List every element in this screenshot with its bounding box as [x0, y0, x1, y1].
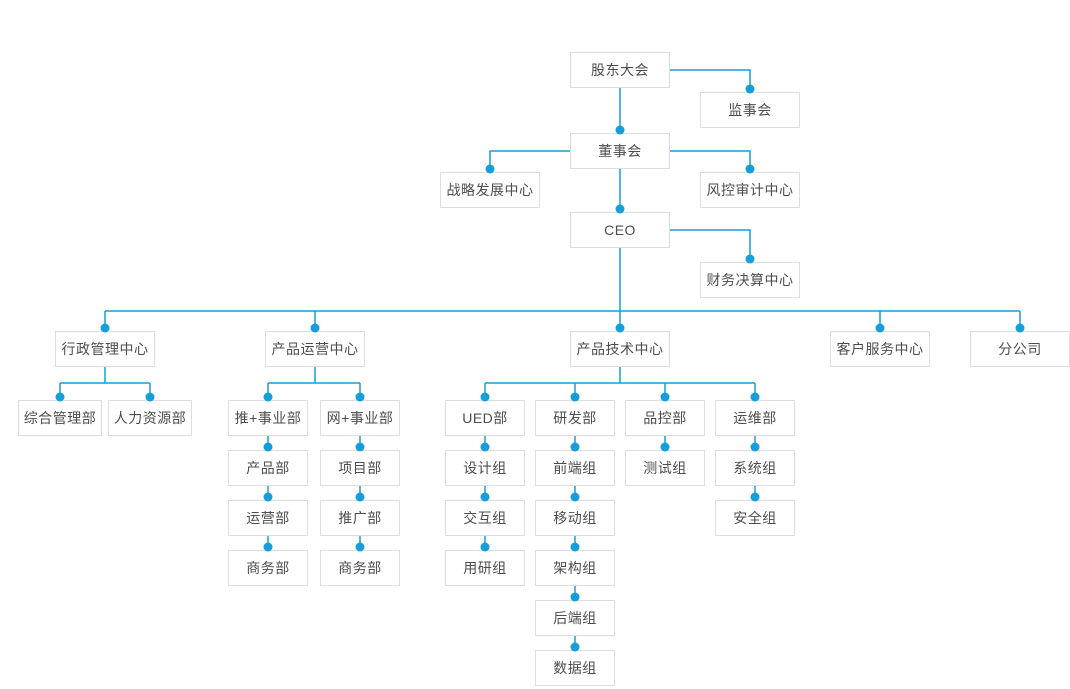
org-node-branch-company: 分公司 [970, 331, 1070, 367]
org-node-tui-plus-business-dept: 推+事业部 [228, 400, 308, 436]
org-node-user-research-group: 用研组 [445, 550, 525, 586]
org-node-wang-plus-business-dept: 网+事业部 [320, 400, 400, 436]
org-node-business-dept-1: 商务部 [228, 550, 308, 586]
org-node-business-dept-2: 商务部 [320, 550, 400, 586]
connector-line [670, 229, 751, 262]
connector-line [489, 150, 570, 172]
org-node-project-dept: 项目部 [320, 450, 400, 486]
org-node-promotion-dept: 推广部 [320, 500, 400, 536]
org-node-risk-control-audit-center: 风控审计中心 [700, 172, 800, 208]
org-node-ceo: CEO [570, 212, 670, 248]
org-node-rd-dept: 研发部 [535, 400, 615, 436]
org-node-customer-service-center: 客户服务中心 [830, 331, 930, 367]
org-node-ops-dept: 运维部 [715, 400, 795, 436]
org-node-hr-dept: 人力资源部 [108, 400, 192, 436]
org-node-product-technology-center: 产品技术中心 [570, 331, 670, 367]
org-node-backend-group: 后端组 [535, 600, 615, 636]
org-node-supervisory-board: 监事会 [700, 92, 800, 128]
org-node-security-group: 安全组 [715, 500, 795, 536]
org-node-operation-dept: 运营部 [228, 500, 308, 536]
org-node-strategy-development-center: 战略发展中心 [440, 172, 540, 208]
org-node-general-management-dept: 综合管理部 [18, 400, 102, 436]
org-node-financial-accounting-center: 财务决算中心 [700, 262, 800, 298]
org-node-testing-group: 测试组 [625, 450, 705, 486]
org-node-board-of-directors: 董事会 [570, 133, 670, 169]
org-node-interaction-group: 交互组 [445, 500, 525, 536]
org-node-ued-dept: UED部 [445, 400, 525, 436]
org-node-shareholders-meeting: 股东大会 [570, 52, 670, 88]
org-node-frontend-group: 前端组 [535, 450, 615, 486]
org-node-architecture-group: 架构组 [535, 550, 615, 586]
org-node-product-operation-center: 产品运营中心 [265, 331, 365, 367]
connector-line [670, 150, 751, 172]
org-node-system-group: 系统组 [715, 450, 795, 486]
org-node-design-group: 设计组 [445, 450, 525, 486]
connector-line [670, 69, 751, 92]
org-node-data-group: 数据组 [535, 650, 615, 686]
org-node-administration-center: 行政管理中心 [55, 331, 155, 367]
org-node-qc-dept: 品控部 [625, 400, 705, 436]
org-node-product-dept: 产品部 [228, 450, 308, 486]
org-node-mobile-group: 移动组 [535, 500, 615, 536]
